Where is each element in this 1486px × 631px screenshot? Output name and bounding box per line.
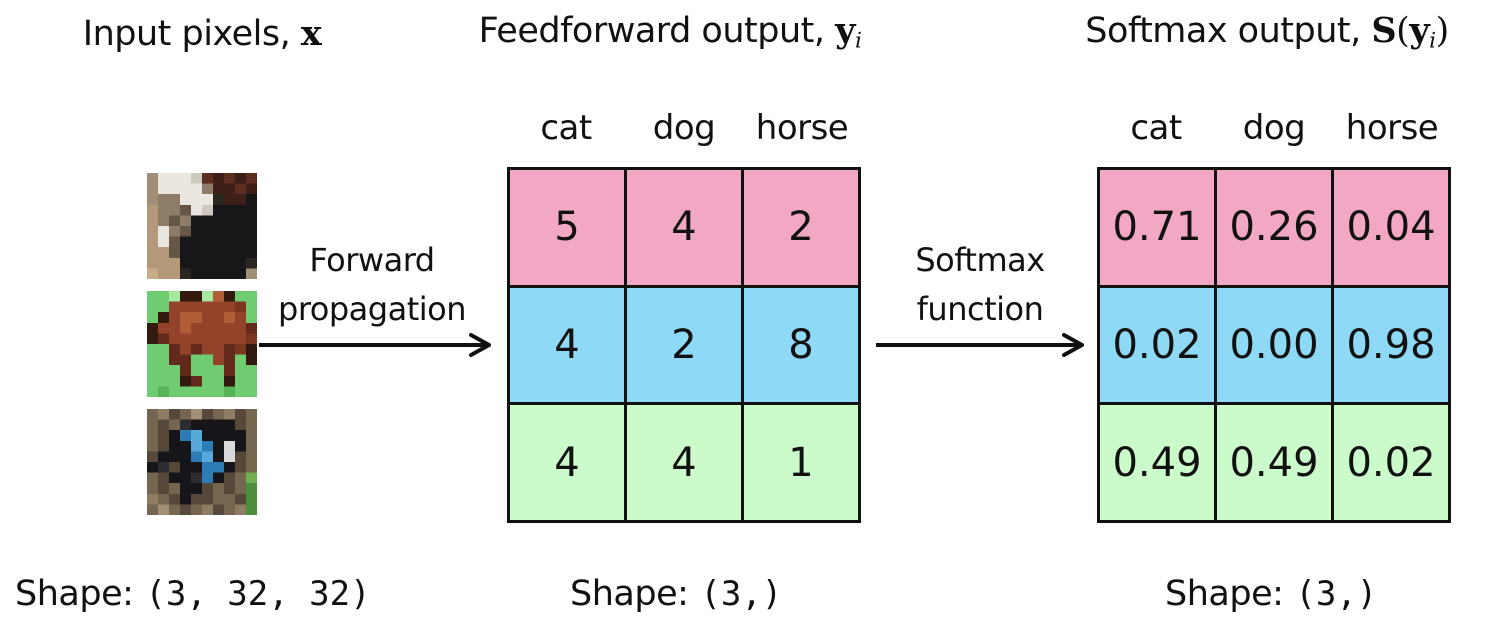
forward-propagation-label: Forward propagation [252,236,492,334]
horse-photo [147,291,257,397]
softmax-matrix: 0.71 0.26 0.04 0.02 0.00 0.98 0.49 0.49 … [1097,167,1451,523]
dog-photo [147,409,257,515]
input-shape-label: Shape: (3, 32, 32) [15,574,371,614]
forward-propagation-arrow [259,333,491,357]
input-pixels-title: Input pixels, x [0,13,404,54]
shape-value: (3,) [700,574,783,614]
softmax-column-headers: cat dog horse [1097,96,1451,148]
feedforward-cell-r2c0: 4 [510,405,624,520]
softmax-cell-r0c1: 0.26 [1217,170,1331,285]
softmax-function-label-line1: Softmax [915,241,1045,279]
feedforward-cell-r1c0: 4 [510,287,624,403]
softmax-output-title: Softmax output, S(yi) [1057,10,1477,53]
column-header-horse: horse [1345,108,1439,148]
bold-y-symbol: y [1409,10,1430,51]
subscript-i: i [1429,28,1436,54]
column-header-cat: cat [540,108,592,148]
shape-value: (3,) [1295,574,1378,614]
cat-photo [147,173,257,279]
shape-value: (3, 32, 32) [145,574,371,614]
bold-x-symbol: x [300,13,322,54]
forward-propagation-label-line2: propagation [278,290,466,328]
softmax-cell-r2c0: 0.49 [1100,405,1214,520]
bold-s-symbol: S [1371,10,1397,51]
subscript-i: i [854,28,862,54]
shape-word: Shape: [1165,574,1284,614]
feedforward-cell-r2c1: 4 [627,405,741,520]
softmax-cell-r0c2: 0.04 [1334,170,1448,285]
softmax-cell-r2c1: 0.49 [1217,405,1331,520]
feedforward-cell-r0c1: 4 [627,170,741,285]
feedforward-cell-r1c1: 2 [627,287,741,403]
feedforward-output-title-text: Feedforward output, [478,11,825,51]
softmax-cell-r2c2: 0.02 [1334,405,1448,520]
feedforward-cell-r0c0: 5 [510,170,624,285]
column-header-cat: cat [1130,108,1182,148]
softmax-function-arrow [876,333,1084,357]
softmax-cell-r1c0: 0.02 [1100,287,1214,403]
softmax-shape-label: Shape: (3,) [1165,574,1377,614]
softmax-cell-r1c2: 0.98 [1334,287,1448,403]
softmax-cell-r0c0: 0.71 [1100,170,1214,285]
feedforward-matrix: 5 4 2 4 2 8 4 4 1 [507,167,861,523]
open-paren: ( [1396,11,1410,51]
softmax-function-label: Softmax function [870,236,1090,334]
softmax-output-title-text: Softmax output, [1085,11,1361,51]
softmax-cell-r1c1: 0.00 [1217,287,1331,403]
input-pixels-title-text: Input pixels, [82,14,291,54]
forward-propagation-label-line1: Forward [309,241,435,279]
shape-word: Shape: [15,574,134,614]
softmax-function-label-line2: function [916,290,1044,328]
shape-word: Shape: [570,574,689,614]
column-header-horse: horse [755,108,849,148]
close-paren: ) [1435,11,1450,51]
feedforward-cell-r0c2: 2 [744,170,858,285]
feedforward-column-headers: cat dog horse [507,96,861,148]
feedforward-cell-r1c2: 8 [744,287,858,403]
feedforward-output-title: Feedforward output, yi [450,10,890,53]
column-header-dog: dog [1242,108,1306,148]
bold-y-symbol: y [835,10,855,51]
column-header-dog: dog [652,108,716,148]
feedforward-cell-r2c2: 1 [744,405,858,520]
feedforward-shape-label: Shape: (3,) [570,574,782,614]
